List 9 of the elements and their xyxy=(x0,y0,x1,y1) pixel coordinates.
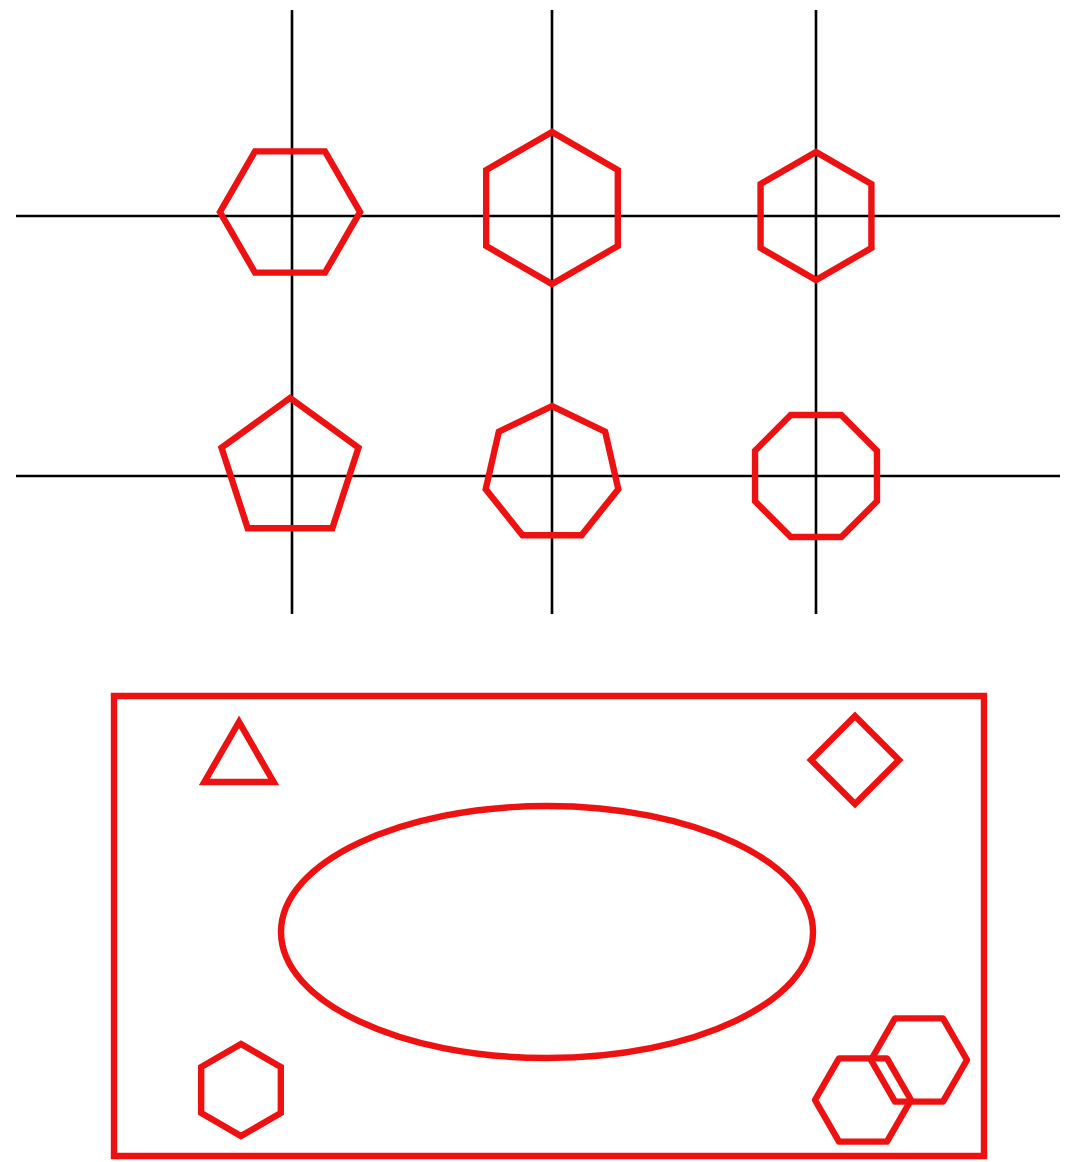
hexagon-shape xyxy=(216,148,364,276)
hexagon-shape xyxy=(757,148,875,284)
hexagon-shape xyxy=(197,1040,285,1140)
hexagon-shape xyxy=(483,128,621,288)
double-hexagon-shape xyxy=(811,1015,971,1145)
frame-rectangle xyxy=(110,692,988,1160)
octagon-shape xyxy=(751,411,881,541)
ellipse-shape xyxy=(277,802,817,1062)
heptagon-shape xyxy=(482,402,622,539)
